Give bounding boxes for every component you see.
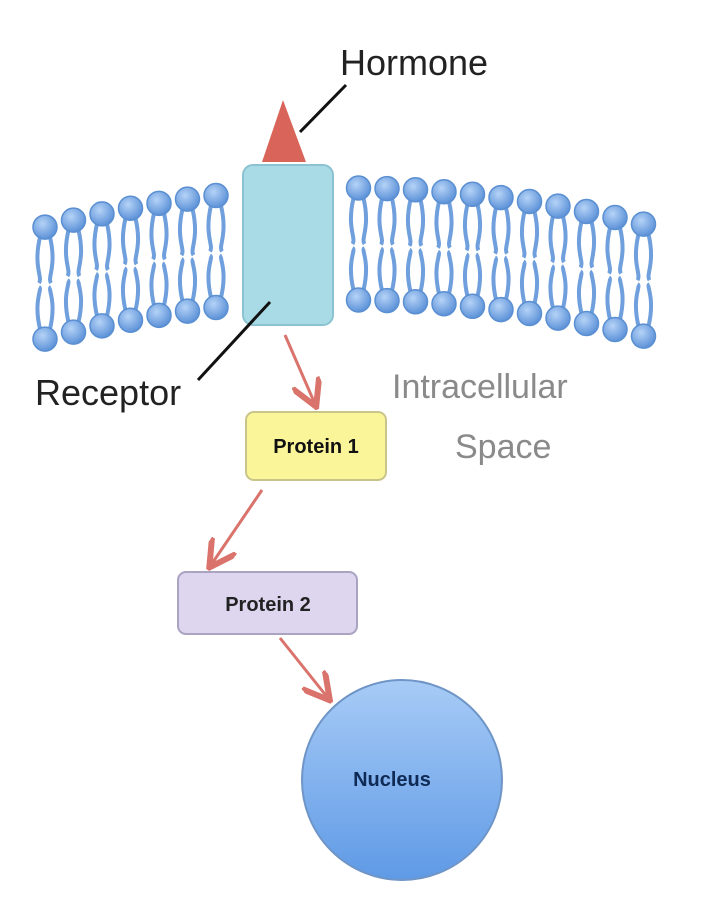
- lipid-head: [374, 175, 400, 202]
- lipid-head: [32, 214, 58, 240]
- lipid-head: [203, 182, 229, 209]
- lipid-head: [60, 319, 87, 345]
- protein2-label: Protein 2: [225, 594, 311, 616]
- lipid-tail: [63, 229, 84, 323]
- lipid-tail: [633, 233, 654, 327]
- lipid-head: [516, 300, 543, 327]
- lipid-head: [174, 298, 201, 324]
- lipid-head: [146, 302, 172, 329]
- lipid-head: [374, 287, 400, 314]
- lipid-head: [602, 204, 628, 231]
- lipid-head: [174, 186, 201, 212]
- lipid-head: [402, 177, 429, 203]
- protein2-box: [177, 571, 358, 635]
- lipid-head: [89, 201, 115, 227]
- lipid-head: [431, 178, 457, 205]
- lipid-head: [431, 290, 457, 317]
- arrow-protein1-to-protein2: [211, 489, 264, 565]
- nucleus-label: Nucleus: [353, 769, 431, 791]
- nucleus-circle: [301, 679, 503, 881]
- receptor-protein: [242, 164, 334, 326]
- protein1-box: [245, 411, 387, 481]
- lipid-tail: [405, 199, 426, 293]
- lipid-head: [573, 310, 600, 337]
- arrow-receptor-to-protein1: [283, 334, 315, 404]
- lipid-tail: [92, 223, 112, 317]
- lipid-tail: [576, 221, 597, 314]
- lipid-head: [630, 323, 657, 349]
- intracellular-space-label-line1: Intracellular: [392, 368, 568, 406]
- lipid-head: [545, 193, 571, 219]
- lipid-tail: [491, 207, 511, 301]
- lipid-head: [345, 287, 372, 313]
- lipid-head: [60, 207, 87, 233]
- lipid-tail: [605, 227, 625, 320]
- receptor-pointer-line: [196, 300, 272, 382]
- lipid-head: [602, 316, 628, 343]
- hormone-label: Hormone: [340, 42, 488, 83]
- lipid-tail: [206, 205, 226, 298]
- lipid-head: [459, 293, 486, 320]
- lipid-tail: [348, 197, 369, 291]
- lipid-head: [573, 198, 600, 225]
- lipid-head: [516, 188, 543, 215]
- lipid-tail: [377, 198, 397, 292]
- lipid-head: [402, 289, 429, 315]
- lipid-tail: [462, 203, 483, 297]
- lipid-tail: [548, 215, 568, 309]
- lipid-tail: [177, 208, 198, 302]
- lipid-head: [146, 190, 172, 217]
- lipid-head: [459, 181, 486, 208]
- lipid-head: [117, 195, 144, 221]
- lipid-head: [545, 305, 571, 331]
- hormone-pointer-line: [298, 83, 348, 134]
- hormone-triangle: [262, 100, 306, 162]
- intracellular-space-label-line2: Space: [455, 428, 551, 466]
- lipid-head: [32, 326, 58, 352]
- lipid-head: [488, 296, 514, 323]
- protein1-label: Protein 1: [273, 436, 359, 458]
- lipid-tail: [149, 212, 169, 306]
- lipid-tail: [120, 217, 141, 311]
- lipid-tail: [35, 236, 55, 330]
- lipid-tail: [519, 211, 540, 304]
- arrow-protein2-to-nucleus: [278, 637, 328, 698]
- lipid-head: [488, 184, 514, 211]
- lipid-tail: [434, 201, 454, 295]
- lipid-bilayer: [32, 175, 657, 352]
- lipid-head: [117, 307, 144, 333]
- lipid-head: [630, 211, 657, 237]
- receptor-label: Receptor: [35, 372, 181, 413]
- lipid-head: [203, 294, 229, 321]
- lipid-head: [345, 175, 372, 201]
- lipid-head: [89, 313, 115, 339]
